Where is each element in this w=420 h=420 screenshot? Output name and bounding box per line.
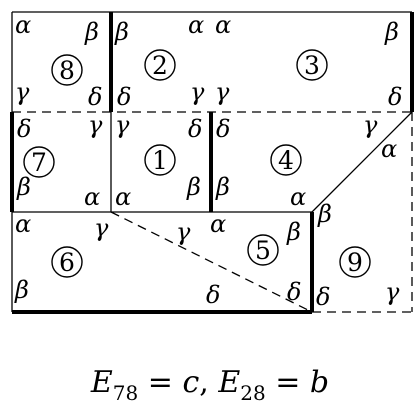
tile-3-corner-tl: α (215, 11, 231, 39)
tile-6-corner-tr: γ (94, 214, 109, 242)
tile-3-number: 3 (304, 51, 320, 80)
tile-6-corner-bl: β (14, 276, 29, 304)
tile-5-number: 5 (255, 236, 271, 265)
tile-4-number: 4 (278, 146, 294, 175)
tile-5-circle (247, 234, 279, 266)
tile-7-corner-tr: γ (88, 111, 103, 139)
tile-8-circle (51, 54, 83, 86)
equation-value-c: c (182, 365, 199, 400)
equation-subscript-78: 78 (113, 381, 138, 405)
tile-7-corner-tl: δ (17, 115, 31, 143)
dashed-edges (12, 111, 413, 313)
equation-equals-2: = (266, 365, 310, 400)
equation-value-b: b (310, 365, 329, 400)
tile-9-corner-bl: δ (316, 283, 330, 311)
tile-5-corner-tr: β (286, 218, 301, 246)
tile-2-number: 2 (152, 51, 168, 80)
corner-labels: α β γ δ β α δ γ α β γ δ δ γ β α γ δ α β … (14, 11, 402, 311)
tile-5-corner-tm: α (210, 210, 226, 238)
tile-4-corner-tl: δ (216, 115, 230, 143)
tile-6-corner-br: δ (206, 281, 220, 309)
tile-6-number: 6 (59, 248, 75, 277)
thin-edges (11, 11, 413, 312)
equation-equals: = (138, 365, 182, 400)
tile-5-corner-br: δ (287, 278, 301, 306)
tile-1-corner-tl: γ (115, 111, 130, 139)
tile-1-corner-bl: α (115, 183, 131, 211)
tile-5-corner-tl: γ (176, 218, 191, 246)
tile-2-corner-bl: δ (117, 83, 131, 111)
equation-energy-symbol: E (90, 365, 113, 400)
tile-9-number: 9 (347, 248, 363, 277)
thick-edges (10, 12, 414, 314)
tile-1-corner-tr: δ (188, 115, 202, 143)
tile-1-circle (144, 144, 176, 176)
tile-3-circle (296, 49, 328, 81)
tile-9-circle (339, 246, 371, 278)
tile-7-corner-br: α (84, 183, 100, 211)
tile-2-circle (144, 49, 176, 81)
tile-2-corner-br: γ (190, 78, 205, 106)
tile-8-corner-br: δ (88, 83, 102, 111)
tile-1-number: 1 (152, 146, 168, 175)
tile-6-corner-tl: α (15, 210, 31, 238)
tile-4-corner-bl: β (215, 173, 230, 201)
equation-comma: , (199, 365, 218, 400)
tile-circles (23, 49, 371, 278)
equation-energy-symbol-2: E (217, 365, 240, 400)
tile-8-corner-bl: γ (15, 78, 30, 106)
tile-2-corner-tr: α (188, 11, 204, 39)
tile-9-corner-tl: β (317, 200, 332, 228)
tile-numbers: 8 2 3 7 1 4 6 5 9 (31, 51, 363, 277)
tile-8-number: 8 (59, 56, 75, 85)
tile-4-circle (270, 144, 302, 176)
tile-7-corner-bl: β (16, 173, 31, 201)
tile-4-corner-tr: γ (363, 111, 378, 139)
tile-7-number: 7 (31, 148, 47, 177)
tile-4-corner-br: α (290, 183, 306, 211)
equation-caption: E78 = c, E28 = b (90, 365, 329, 405)
tile-9-corner-br: γ (385, 278, 400, 306)
equation-subscript-28: 28 (240, 381, 265, 405)
tile-1-corner-br: β (186, 173, 201, 201)
tile-8-corner-tr: β (84, 18, 99, 46)
tile-8-corner-tl: α (15, 11, 31, 39)
tile-3-corner-bl: γ (215, 78, 230, 106)
tile-7-circle (23, 146, 55, 178)
tile-3-corner-tr: β (384, 18, 399, 46)
tile-4-corner-tr2: α (381, 135, 397, 163)
tile-6-circle (51, 246, 83, 278)
tile-2-corner-tl: β (114, 18, 129, 46)
tile-3-corner-br: δ (388, 83, 402, 111)
